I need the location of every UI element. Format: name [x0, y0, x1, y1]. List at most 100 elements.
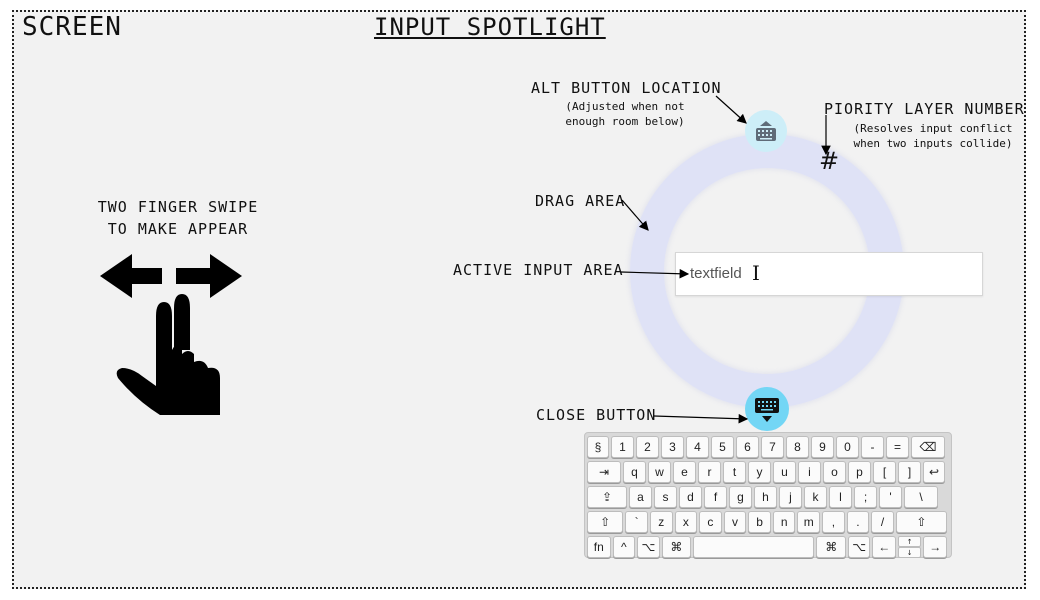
key-row1-0[interactable]: § [587, 436, 609, 458]
key-row1-8[interactable]: 8 [786, 436, 809, 458]
drag-area-label: DRAG AREA [535, 192, 626, 210]
key-row4-12[interactable]: ⇧ [895, 511, 947, 533]
key-row3-7[interactable]: j [779, 486, 802, 508]
key-row2-0[interactable]: ⇥ [587, 461, 621, 483]
close-button-arrow [653, 413, 749, 424]
key-row1-13[interactable]: ⌫ [911, 436, 945, 458]
key-row2-3[interactable]: e [673, 461, 696, 483]
key-row3-9[interactable]: l [829, 486, 852, 508]
key-row3-4[interactable]: f [704, 486, 727, 508]
key-row2-6[interactable]: y [748, 461, 771, 483]
alt-button-note-line1: (Adjusted when not [565, 100, 685, 113]
active-input-label: ACTIVE INPUT AREA [453, 261, 624, 279]
key-row1-6[interactable]: 6 [736, 436, 759, 458]
key-command[interactable]: ⌘ [661, 536, 692, 558]
key-row4-5[interactable]: v [723, 511, 747, 533]
gesture-caption: TWO FINGER SWIPE TO MAKE APPEAR [90, 196, 266, 240]
diagram-title: INPUT SPOTLIGHT [374, 13, 606, 41]
key-row1-5[interactable]: 5 [711, 436, 734, 458]
key-row3-8[interactable]: k [804, 486, 827, 508]
key-fn[interactable]: fn [587, 536, 611, 558]
key-arrow-up[interactable]: ↑ [897, 536, 922, 547]
key-row4-10[interactable]: . [846, 511, 870, 533]
key-option-right[interactable]: ⌥ [847, 536, 871, 558]
key-row2-9[interactable]: o [823, 461, 846, 483]
key-row4-3[interactable]: x [674, 511, 698, 533]
key-row4-8[interactable]: m [797, 511, 821, 533]
key-arrow-down[interactable]: ↓ [897, 547, 922, 558]
keyboard-row-5: fn ^ ⌥ ⌘ ⌘ ⌥ ← ↑ ↓ → [587, 536, 949, 558]
two-finger-swipe-icon [100, 254, 242, 415]
key-row2-8[interactable]: i [798, 461, 821, 483]
key-row3-6[interactable]: h [754, 486, 777, 508]
priority-note-line2: when two inputs collide) [853, 137, 1013, 150]
gesture-caption-line2: TO MAKE APPEAR [107, 220, 249, 238]
key-row2-12[interactable]: ] [898, 461, 921, 483]
key-row3-1[interactable]: a [629, 486, 652, 508]
key-row3-11[interactable]: ' [879, 486, 902, 508]
key-row2-11[interactable]: [ [873, 461, 896, 483]
key-row2-1[interactable]: q [623, 461, 646, 483]
key-row3-5[interactable]: g [729, 486, 752, 508]
key-row1-12[interactable]: = [886, 436, 909, 458]
key-row3-3[interactable]: d [679, 486, 702, 508]
key-row2-2[interactable]: w [648, 461, 671, 483]
key-row1-1[interactable]: 1 [611, 436, 634, 458]
key-space[interactable] [693, 536, 815, 558]
key-row4-11[interactable]: / [871, 511, 894, 533]
alt-keyboard-button[interactable] [745, 110, 787, 152]
keyboard-hide-icon [755, 398, 779, 422]
key-row1-11[interactable]: - [861, 436, 884, 458]
key-row1-7[interactable]: 7 [761, 436, 784, 458]
key-row4-1[interactable]: ` [625, 511, 648, 533]
key-row3-2[interactable]: s [654, 486, 677, 508]
screen-label: SCREEN [22, 12, 122, 42]
key-row3-10[interactable]: ; [854, 486, 877, 508]
priority-note-line1: (Resolves input conflict [853, 122, 1013, 135]
active-input-field[interactable] [675, 252, 983, 296]
key-row1-2[interactable]: 2 [636, 436, 659, 458]
key-row3-12[interactable]: \ [904, 486, 938, 508]
alt-button-label: ALT BUTTON LOCATION [531, 79, 722, 97]
keyboard-icon [756, 121, 776, 141]
key-arrow-left[interactable]: ← [872, 536, 896, 558]
key-row2-10[interactable]: p [848, 461, 871, 483]
close-keyboard-button[interactable] [745, 387, 789, 431]
key-row4-2[interactable]: z [649, 511, 673, 533]
key-row4-6[interactable]: b [748, 511, 771, 533]
active-input-arrow [620, 268, 690, 279]
gesture-caption-line1: TWO FINGER SWIPE [97, 198, 259, 216]
drag-area-arrow [621, 199, 649, 231]
key-row2-4[interactable]: r [698, 461, 721, 483]
close-button-label: CLOSE BUTTON [536, 406, 657, 424]
key-row2-5[interactable]: t [723, 461, 746, 483]
arrow-up-down-keys: ↑ ↓ [897, 536, 922, 558]
key-row4-0[interactable]: ⇧ [587, 511, 624, 533]
alt-button-note: (Adjusted when not enough room below) [548, 99, 702, 129]
key-row1-4[interactable]: 4 [686, 436, 709, 458]
key-control[interactable]: ^ [612, 536, 636, 558]
key-row1-10[interactable]: 0 [836, 436, 859, 458]
key-row2-7[interactable]: u [773, 461, 796, 483]
key-row4-7[interactable]: n [772, 511, 796, 533]
key-option[interactable]: ⌥ [637, 536, 660, 558]
key-row2-13[interactable]: ↩ [923, 461, 945, 483]
key-arrow-right[interactable]: → [923, 536, 948, 558]
key-row3-0[interactable]: ⇪ [587, 486, 627, 508]
alt-button-note-line2: enough room below) [565, 115, 685, 128]
input-value: textfield [690, 265, 742, 282]
text-caret-icon: I [752, 261, 760, 285]
key-command-right[interactable]: ⌘ [816, 536, 846, 558]
key-row4-4[interactable]: c [699, 511, 722, 533]
key-row4-9[interactable]: , [822, 511, 845, 533]
key-row1-3[interactable]: 3 [661, 436, 684, 458]
key-row1-9[interactable]: 9 [811, 436, 834, 458]
alt-button-arrow [715, 95, 747, 124]
priority-note: (Resolves input conflict when two inputs… [850, 121, 1016, 151]
